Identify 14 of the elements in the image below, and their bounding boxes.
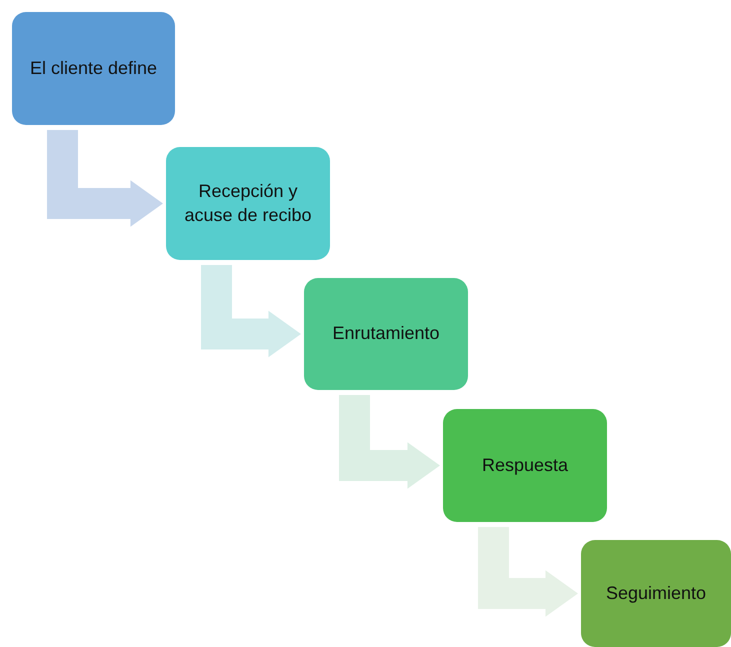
process-box	[12, 12, 175, 125]
step-label: Enrutamiento	[332, 322, 440, 346]
step-label: Recepción y acuse de recibo	[183, 180, 313, 226]
bent-arrow	[201, 265, 301, 358]
process-box	[304, 278, 468, 390]
step-label: El cliente define	[30, 56, 158, 80]
bent-arrow	[47, 130, 163, 227]
step-label: Respuesta	[482, 454, 568, 477]
bent-arrow	[478, 527, 578, 617]
process-box	[166, 147, 330, 260]
step-label: Seguimiento	[606, 582, 706, 605]
bent-arrow	[339, 395, 440, 489]
process-box	[581, 540, 731, 647]
process-box	[443, 409, 607, 522]
